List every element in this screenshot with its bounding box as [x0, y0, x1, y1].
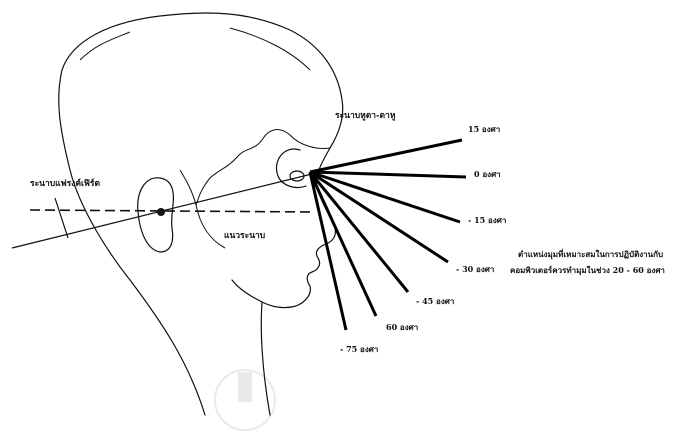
hair-line: [80, 28, 310, 70]
angle-ray-label: - 75 องศา: [340, 344, 378, 354]
angle-ray: [310, 172, 466, 177]
angle-ray: [310, 140, 462, 172]
frankfort-plane-label: ระนาบแฟรงค์เฟิร์ต: [30, 178, 100, 189]
recommended-range-line2: คอมพิวเตอร์ควรทำมุมในช่วง 20 - 60 องศา: [510, 265, 665, 276]
recommended-range-line1: ตำแหน่งมุมที่เหมาะสมในการปฏิบัติงานกับ: [518, 248, 663, 260]
hairline-edge: [196, 130, 330, 205]
angle-ray-label: 60 องศา: [386, 322, 418, 332]
angle-ray-label: - 15 องศา: [468, 215, 506, 225]
head-drawing: [59, 13, 343, 415]
angle-rays: 15 องศา 0 องศา - 15 องศา - 30 องศา - 45 องศา…: [310, 124, 506, 354]
watermark-seal: [215, 370, 275, 430]
horizontal-dashed-line: [30, 210, 315, 212]
eye-ear-plane-label: ระนาบหูตา-ตาหู: [335, 111, 396, 121]
ear: [138, 178, 174, 252]
angle-ray-label: - 45 องศา: [416, 296, 454, 306]
angle-ray-label: - 30 องศา: [456, 264, 494, 274]
frankfort-pointer: [55, 198, 68, 238]
horizontal-plane-label: แนวระนาบ: [224, 231, 265, 241]
angle-ray-label: 0 องศา: [474, 169, 501, 179]
angle-ray-label: 15 องศา: [468, 124, 500, 134]
angle-ray: [310, 172, 460, 222]
head-outline: [59, 13, 343, 415]
sideburn: [180, 170, 225, 248]
